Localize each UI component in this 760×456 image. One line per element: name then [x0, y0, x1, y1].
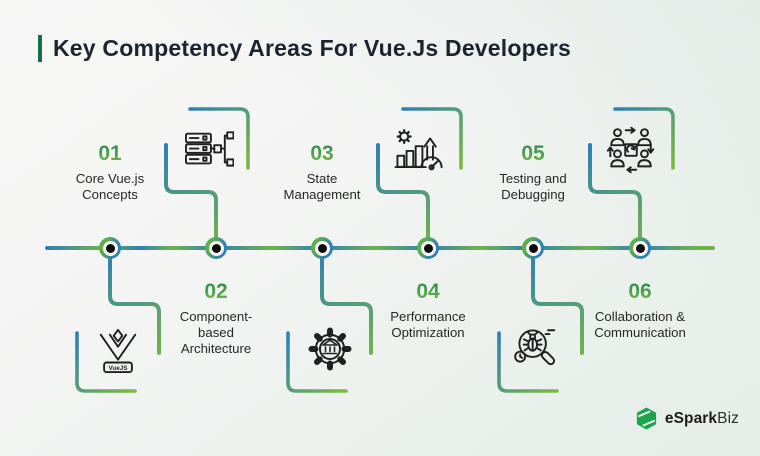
page-title: Key Competency Areas For Vue.Js Develope…: [53, 35, 572, 61]
item-number: 05: [480, 142, 586, 166]
competency-item-1: 01 Core Vue.js Concepts: [57, 142, 163, 203]
esparkbiz-icon: [636, 407, 656, 430]
corner-bracket-2: [188, 107, 250, 170]
item-label: State Management: [283, 171, 361, 203]
item-label: Testing and Debugging: [499, 171, 567, 203]
competency-item-6: 06 Collaboration & Communication: [587, 280, 693, 341]
brand-name: eSparkBiz: [665, 410, 739, 428]
vuejs-logo-icon: VueJS: [95, 328, 141, 379]
competency-item-2: 02 Component-based Architecture: [163, 280, 269, 357]
item-label: Performance Optimization: [390, 309, 466, 341]
corner-bracket-1: [75, 331, 137, 393]
connector-pipe-2: [164, 143, 218, 248]
title-row: Key Competency Areas For Vue.Js Develope…: [38, 35, 571, 62]
timeline-node-5: [522, 237, 544, 259]
timeline-node-2: [205, 237, 227, 259]
performance-gauge-icon: [394, 126, 446, 179]
connector-pipe-3: [320, 248, 373, 355]
corner-bracket-4: [401, 107, 463, 170]
title-accent-bar: [38, 35, 42, 62]
competency-item-4: 04 Performance Optimization: [375, 280, 481, 341]
gear-building-icon: [306, 325, 354, 378]
brand-name-regular: Biz: [717, 409, 739, 427]
server-structure-icon: [184, 127, 235, 178]
competency-item-5: 05 Testing and Debugging: [480, 142, 586, 203]
timeline-node-1: [99, 237, 121, 259]
brand-name-bold: eSpark: [664, 409, 718, 427]
item-number: 03: [269, 142, 375, 166]
corner-bracket-3: [286, 331, 348, 393]
item-label: Component-based Architecture: [179, 309, 253, 357]
item-number: 06: [587, 280, 693, 304]
corner-bracket-6: [613, 107, 675, 170]
vuejs-badge-text: VueJS: [108, 365, 127, 372]
timeline-node-6: [629, 237, 651, 259]
connector-pipe-1: [108, 248, 161, 355]
timeline-node-4: [417, 237, 439, 259]
bug-magnifier-icon: [512, 324, 560, 377]
brand-logo: eSparkBiz: [634, 406, 739, 431]
item-label: Collaboration & Communication: [594, 309, 686, 341]
item-number: 04: [375, 280, 481, 304]
connector-pipe-6: [588, 143, 642, 248]
connector-pipe-4: [376, 143, 430, 248]
competency-item-3: 03 State Management: [269, 142, 375, 203]
item-number: 01: [57, 142, 163, 166]
connector-pipe-5: [531, 248, 584, 355]
people-collaboration-icon: [605, 124, 657, 181]
item-number: 02: [163, 280, 269, 304]
timeline-node-3: [311, 237, 333, 259]
corner-bracket-5: [497, 331, 559, 393]
item-label: Core Vue.js Concepts: [75, 171, 145, 203]
